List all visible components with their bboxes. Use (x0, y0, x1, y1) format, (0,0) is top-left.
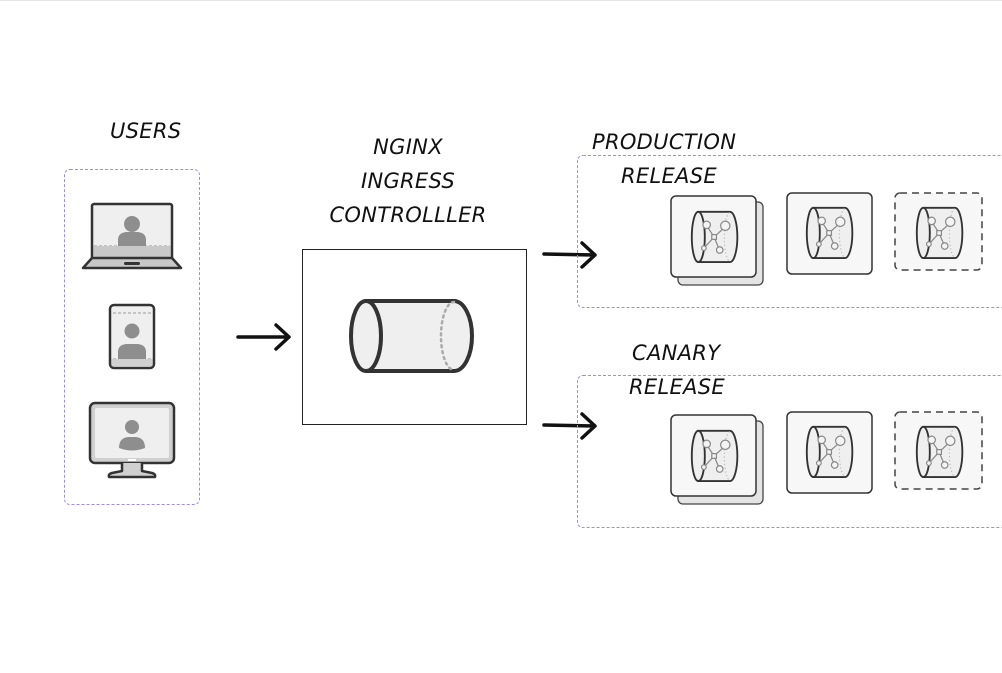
pod-cylinder-network-icon (915, 425, 964, 479)
canary-release-group (577, 375, 1002, 528)
top-border (0, 0, 1002, 1)
nginx-ingress-controller-box (302, 249, 527, 425)
tablet-user-icon (108, 303, 156, 370)
laptop-user-icon (81, 202, 183, 270)
arrow-to-production (542, 241, 597, 269)
pod-cylinder-network-icon (805, 206, 854, 260)
canary-title-line-2: RELEASE (629, 375, 725, 399)
arrow-users-to-controller (236, 323, 291, 351)
users-group (64, 169, 200, 505)
canary-title-line-1: CANARY (632, 341, 721, 365)
pod-dashed (894, 411, 992, 501)
pod-dashed (894, 192, 992, 282)
users-title: USERS (110, 119, 182, 143)
controller-title-line-2: INGRESS (360, 169, 456, 193)
pod-cylinder-network-icon (690, 210, 739, 264)
pod-stacked (670, 195, 767, 288)
arrow-to-canary (542, 412, 597, 440)
production-title-line-2: RELEASE (621, 164, 717, 188)
production-release-group (577, 155, 1002, 308)
controller-title-line-3: CONTROLLLER (329, 203, 487, 227)
controller-title-line-1: NGINX (373, 135, 443, 159)
pod-cylinder-network-icon (690, 429, 739, 483)
desktop-user-icon (88, 401, 176, 479)
pod-cylinder-network-icon (805, 425, 854, 479)
pod-cylinder-network-icon (915, 206, 964, 260)
cylinder-icon (349, 299, 474, 373)
pod-solid (786, 192, 882, 285)
production-title-line-1: PRODUCTION (592, 130, 737, 154)
pod-solid (786, 411, 882, 504)
pod-stacked (670, 414, 767, 507)
